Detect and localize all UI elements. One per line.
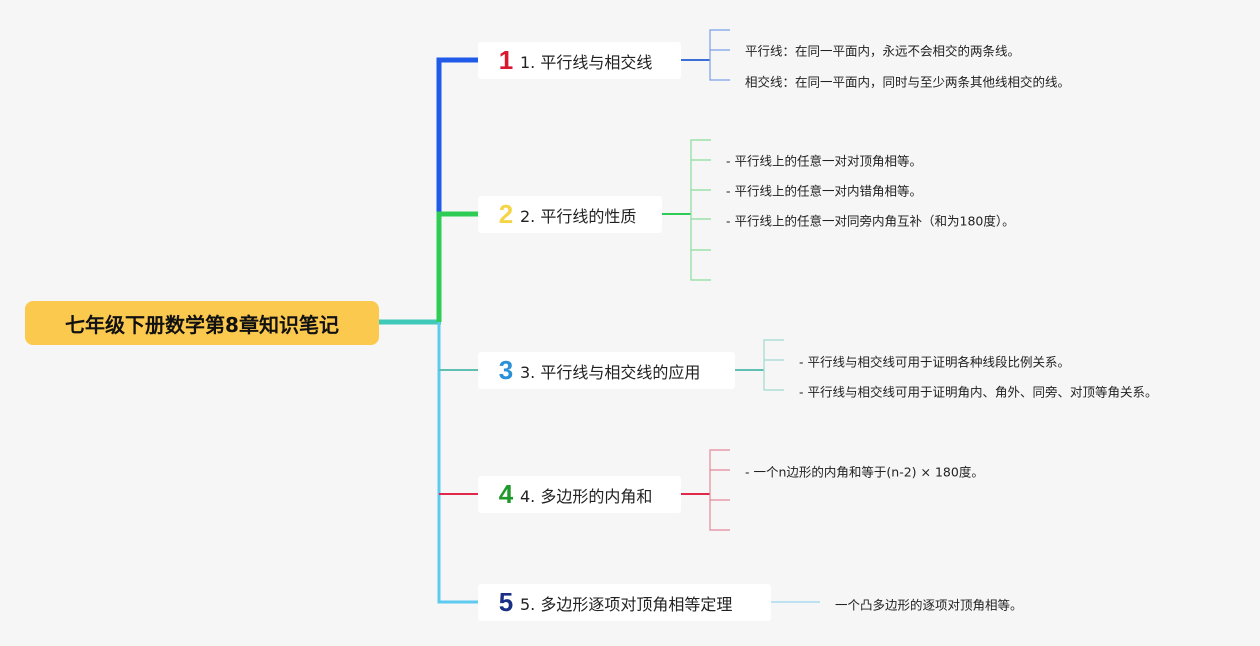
number-4-icon: 4	[498, 479, 514, 509]
branch-node-1[interactable]: 1 1. 平行线与相交线	[478, 42, 681, 79]
leaf-item[interactable]: 一个凸多边形的逐项对顶角相等。	[835, 597, 1023, 613]
branch-node-2[interactable]: 2 2. 平行线的性质	[478, 196, 662, 233]
branch-label: 4. 多边形的内角和	[520, 486, 653, 506]
leaf-item[interactable]: - 平行线与相交线可用于证明各种线段比例关系。	[799, 354, 1070, 370]
leaf-item[interactable]: - 一个n边形的内角和等于(n-2) × 180度。	[745, 464, 984, 480]
branch-node-3[interactable]: 3 3. 平行线与相交线的应用	[478, 352, 735, 389]
leaf-item[interactable]: - 平行线与相交线可用于证明角内、角外、同旁、对顶等角关系。	[799, 384, 1158, 400]
root-title: 七年级下册数学第8章知识笔记	[65, 312, 339, 337]
number-3-icon: 3	[498, 355, 514, 385]
root-topic[interactable]: 七年级下册数学第8章知识笔记	[25, 301, 379, 345]
number-2-icon: 2	[498, 199, 514, 229]
number-5-icon: 5	[498, 587, 514, 617]
branch-label: 3. 平行线与相交线的应用	[520, 362, 701, 382]
branch-node-4[interactable]: 4 4. 多边形的内角和	[478, 476, 681, 513]
branch-label: 2. 平行线的性质	[520, 206, 637, 226]
leaf-item[interactable]: 平行线：在同一平面内，永远不会相交的两条线。	[745, 43, 1021, 59]
leaf-item[interactable]: - 平行线上的任意一对内错角相等。	[726, 183, 922, 199]
leaf-item[interactable]: 相交线：在同一平面内，同时与至少两条其他线相交的线。	[745, 74, 1071, 90]
number-1-icon: 1	[498, 45, 514, 75]
branch-label: 5. 多边形逐项对顶角相等定理	[520, 594, 733, 614]
leaf-item[interactable]: - 平行线上的任意一对对顶角相等。	[726, 153, 922, 169]
branch-label: 1. 平行线与相交线	[520, 52, 653, 72]
branch-node-5[interactable]: 5 5. 多边形逐项对顶角相等定理	[478, 584, 771, 621]
leaf-item[interactable]: - 平行线上的任意一对同旁内角互补（和为180度）。	[726, 213, 1015, 229]
